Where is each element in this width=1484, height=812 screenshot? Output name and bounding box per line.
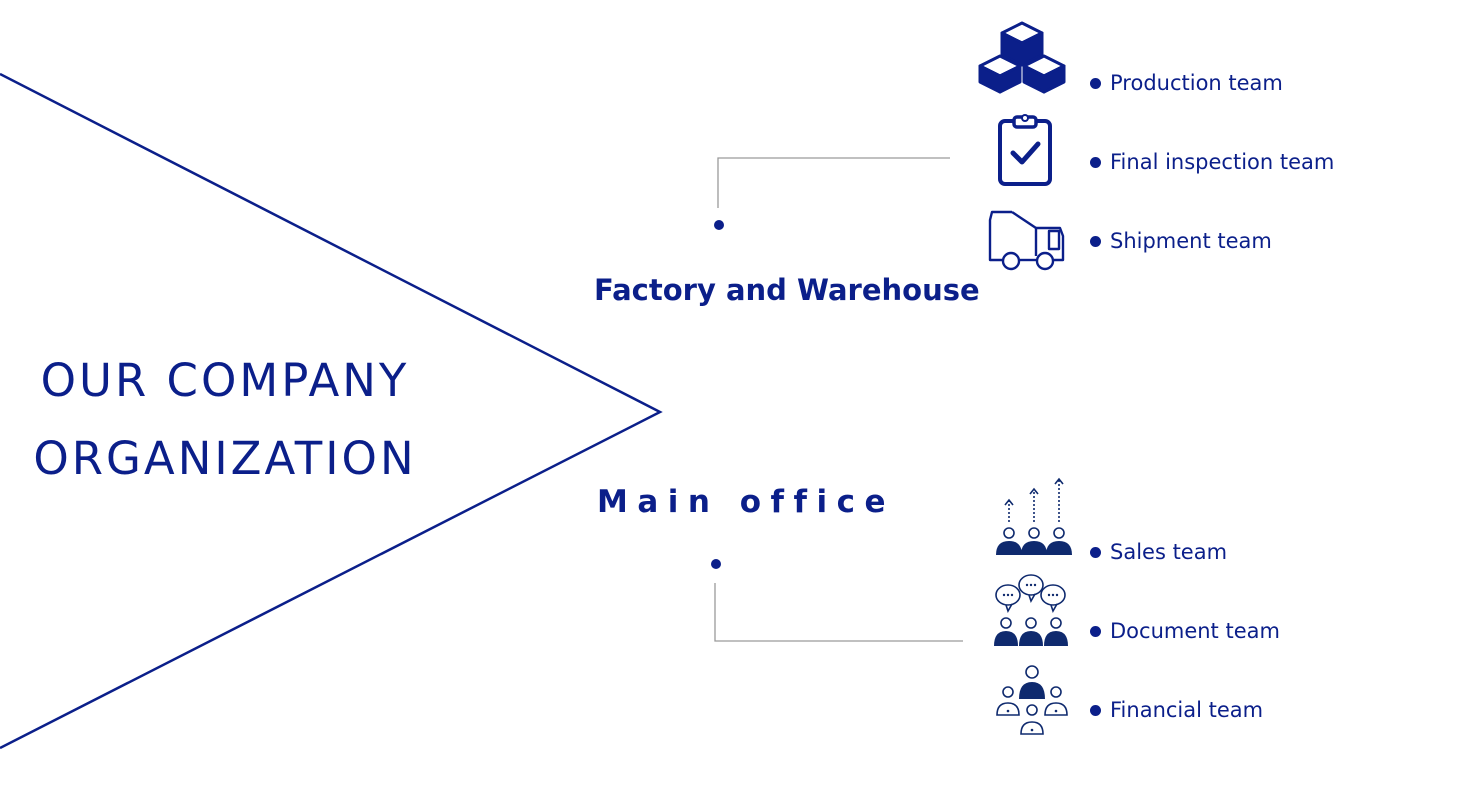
factory-connector-line <box>717 157 950 208</box>
branch-title-factory: Factory and Warehouse <box>594 273 980 307</box>
team-item-document: Document team <box>1090 619 1280 643</box>
bullet-dot <box>1090 235 1101 247</box>
page-title-line-2: ORGANIZATION <box>33 432 417 485</box>
team-label-document: Document team <box>1110 619 1280 643</box>
team-group-icon <box>996 665 1068 735</box>
page-title-line-1: OUR COMPANY <box>40 354 410 407</box>
team-item-sales: Sales team <box>1090 540 1227 564</box>
team-item-financial: Financial team <box>1090 698 1263 722</box>
branch-title-office: Main office <box>597 484 896 520</box>
bullet-dot <box>1090 77 1101 89</box>
clipboard-check-icon <box>998 114 1052 186</box>
growth-people-icon <box>996 477 1072 555</box>
bullet-dot <box>1090 546 1101 558</box>
office-connector-line <box>714 583 963 642</box>
team-label-production: Production team <box>1110 71 1283 95</box>
cubes-icon <box>978 21 1066 94</box>
discussion-people-icon <box>994 574 1068 646</box>
bullet-dot <box>1090 625 1101 637</box>
bullet-dot <box>1090 156 1101 168</box>
team-item-shipment: Shipment team <box>1090 229 1272 253</box>
team-item-final-inspection: Final inspection team <box>1090 150 1334 174</box>
truck-icon <box>988 210 1065 271</box>
team-label-sales: Sales team <box>1110 540 1228 564</box>
team-label-final-inspection: Final inspection team <box>1110 150 1335 174</box>
team-item-production: Production team <box>1090 71 1283 95</box>
team-label-financial: Financial team <box>1110 698 1264 722</box>
factory-connector-dot <box>714 220 724 230</box>
team-label-shipment: Shipment team <box>1110 229 1272 253</box>
bullet-dot <box>1090 704 1101 716</box>
office-connector-dot <box>711 559 721 569</box>
